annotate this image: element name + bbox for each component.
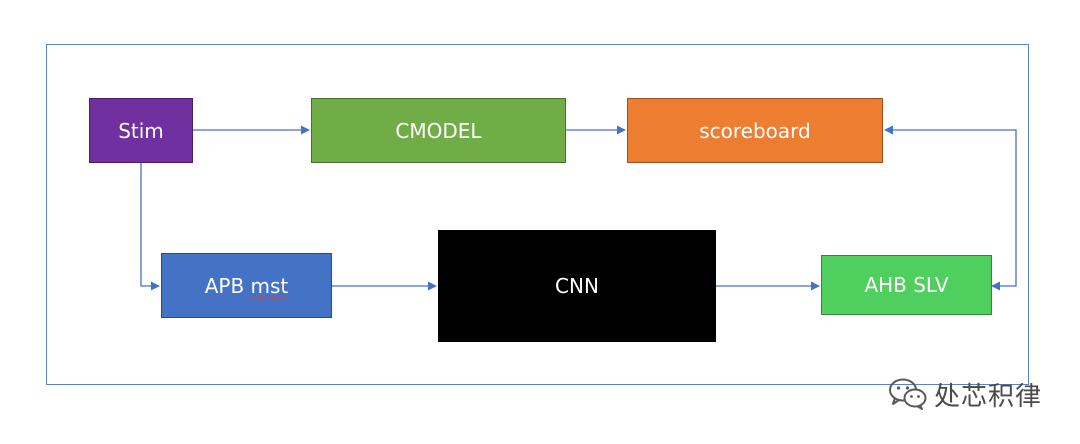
wechat-icon (889, 378, 927, 410)
apb-label-suffix: mst (250, 273, 289, 298)
cnn-block: CNN (438, 230, 716, 342)
scoreboard-label: scoreboard (699, 118, 811, 143)
arrow-ahb-to-scoreboard (884, 125, 1017, 291)
apb-mst-block: APB mst (161, 253, 332, 318)
cmodel-block: CMODEL (311, 98, 566, 163)
stim-label: Stim (118, 118, 164, 143)
cnn-label: CNN (555, 274, 599, 298)
watermark-text: 处芯积律 (934, 381, 1043, 412)
arrow-stim-to-apb (140, 163, 160, 291)
ahb-label: AHB SLV (864, 273, 949, 297)
apb-label-prefix: APB (204, 273, 251, 298)
diagram-frame (46, 44, 1029, 385)
ahb-slv-block: AHB SLV (821, 255, 992, 315)
stim-block: Stim (89, 98, 193, 163)
watermark: 处芯积律 (888, 376, 1042, 412)
cmodel-label: CMODEL (395, 118, 482, 143)
scoreboard-block: scoreboard (627, 98, 883, 163)
